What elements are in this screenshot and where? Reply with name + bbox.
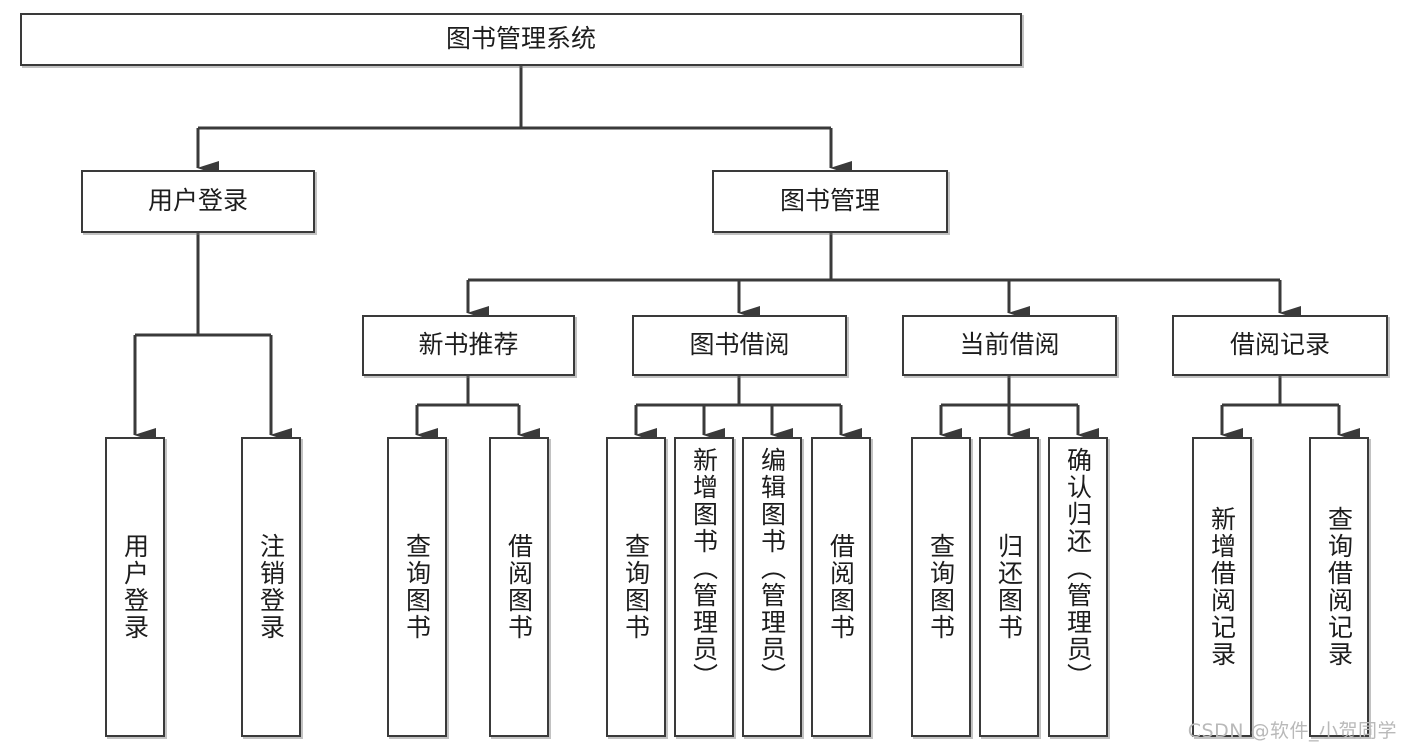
leaf-user-login-signin[interactable]: 用户登录 [105, 437, 165, 737]
leaf-borrowrecord-add-record[interactable]: 新增借阅记录 [1192, 437, 1252, 737]
leaf-currentborrow-return-book-label: 归还图书 [994, 533, 1024, 641]
leaf-bookborrow-borrow-book[interactable]: 借阅图书 [811, 437, 871, 737]
node-current-borrow[interactable]: 当前借阅 [902, 315, 1117, 376]
leaf-newbook-borrow-book[interactable]: 借阅图书 [489, 437, 549, 737]
node-user-login[interactable]: 用户登录 [81, 170, 315, 233]
node-book-management-label: 图书管理 [779, 186, 880, 216]
leaf-bookborrow-borrow-book-label: 借阅图书 [826, 533, 856, 641]
node-borrow-record-label: 借阅记录 [1229, 330, 1330, 360]
leaf-currentborrow-query-book[interactable]: 查询图书 [911, 437, 971, 737]
csdn-watermark: CSDN @软件_小贺同学 [1187, 720, 1397, 742]
node-root-system-label: 图书管理系统 [445, 24, 596, 54]
leaf-bookborrow-add-book-label: 新增图书（管理员） [689, 447, 719, 690]
leaf-newbook-query-book-label: 查询图书 [402, 533, 432, 641]
node-book-borrow-label: 图书借阅 [689, 330, 790, 360]
leaf-borrowrecord-query-record[interactable]: 查询借阅记录 [1309, 437, 1369, 737]
leaf-bookborrow-query-book[interactable]: 查询图书 [606, 437, 666, 737]
leaf-borrowrecord-add-record-label: 新增借阅记录 [1207, 506, 1237, 668]
leaf-user-login-signout[interactable]: 注销登录 [241, 437, 301, 737]
node-new-book-recommend[interactable]: 新书推荐 [362, 315, 575, 376]
node-new-book-recommend-label: 新书推荐 [418, 330, 519, 360]
leaf-bookborrow-add-book[interactable]: 新增图书（管理员） [674, 437, 734, 737]
leaf-currentborrow-confirm-return[interactable]: 确认归还（管理员） [1048, 437, 1108, 737]
node-user-login-label: 用户登录 [147, 186, 248, 216]
leaf-currentborrow-confirm-return-label: 确认归还（管理员） [1063, 447, 1093, 690]
leaf-user-login-signout-label: 注销登录 [256, 533, 286, 641]
node-current-borrow-label: 当前借阅 [959, 330, 1060, 360]
node-borrow-record[interactable]: 借阅记录 [1172, 315, 1388, 376]
leaf-borrowrecord-query-record-label: 查询借阅记录 [1324, 506, 1354, 668]
leaf-newbook-borrow-book-label: 借阅图书 [504, 533, 534, 641]
node-root-system[interactable]: 图书管理系统 [20, 13, 1022, 66]
node-book-management[interactable]: 图书管理 [712, 170, 948, 233]
leaf-bookborrow-edit-book-label: 编辑图书（管理员） [757, 447, 787, 690]
leaf-bookborrow-query-book-label: 查询图书 [621, 533, 651, 641]
leaf-user-login-signin-label: 用户登录 [120, 533, 150, 641]
leaf-bookborrow-edit-book[interactable]: 编辑图书（管理员） [742, 437, 802, 737]
leaf-currentborrow-query-book-label: 查询图书 [926, 533, 956, 641]
node-book-borrow[interactable]: 图书借阅 [632, 315, 847, 376]
leaf-newbook-query-book[interactable]: 查询图书 [387, 437, 447, 737]
leaf-currentborrow-return-book[interactable]: 归还图书 [979, 437, 1039, 737]
